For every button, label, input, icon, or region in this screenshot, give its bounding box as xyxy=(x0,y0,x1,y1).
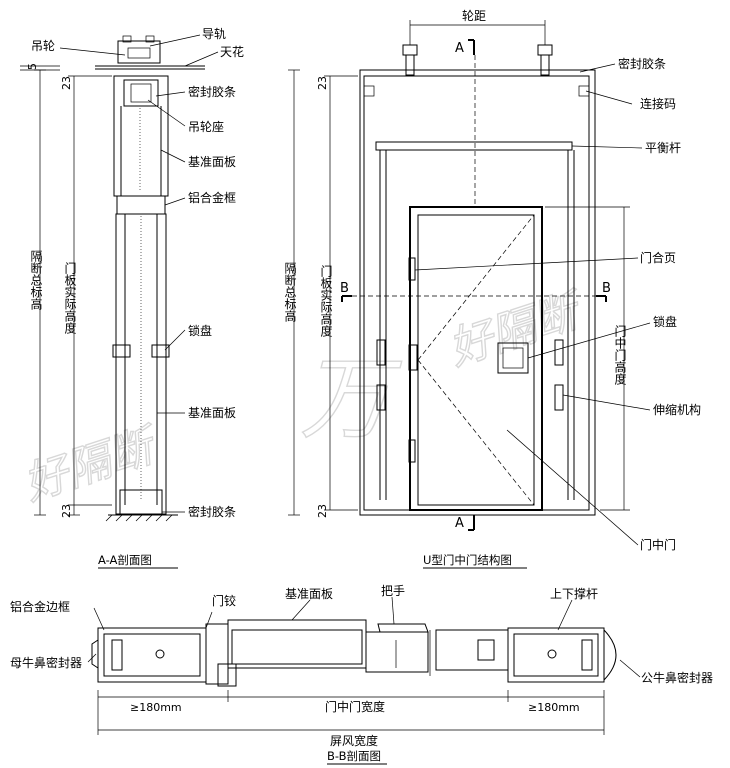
label-lock-plate-left: 锁盘 xyxy=(188,323,212,338)
label-male-seal: 公牛鼻密封器 xyxy=(641,670,713,685)
bb-inner-door xyxy=(227,619,367,669)
label-connector: 连接码 xyxy=(640,96,676,111)
label-balance-bar: 平衡杆 xyxy=(645,141,681,155)
section-b-right: B xyxy=(602,281,611,296)
label-strut: 上下撑杆 xyxy=(550,586,598,601)
label-pulley: 吊轮 xyxy=(31,39,55,53)
watermark-center: 万 xyxy=(300,347,402,452)
dim-inner-door-width: 门中门宽度 xyxy=(325,699,385,714)
dim-bottom-gap-left: 23 xyxy=(60,504,73,518)
caption-aa: A-A剖面图 xyxy=(98,553,152,567)
pulley-seat xyxy=(123,79,159,107)
dim-screen-width: 屏风宽度 xyxy=(330,733,378,748)
section-b-left: B xyxy=(340,281,349,296)
section-bb-view: ≥180mm 门中门宽度 ≥180mm 屏风宽度 铝合金边框 门铰 基准面板 把… xyxy=(10,584,713,765)
label-hinge: 门合页 xyxy=(640,250,676,265)
caption-bb: B-B剖面图 xyxy=(327,749,381,763)
dim-total-height-right: 隔断总标高 xyxy=(283,262,297,323)
bb-right-panel xyxy=(507,627,605,683)
dim-inner-door-height: 门中门高度 xyxy=(613,324,627,385)
label-rail: 导轨 xyxy=(202,27,226,41)
watermark: 好隔断 万 好隔断 xyxy=(17,283,591,511)
dim-door-height-right: 门板实际高度 xyxy=(319,264,333,337)
inner-door xyxy=(409,206,543,511)
dim-top-mark-left: 5 xyxy=(26,63,39,70)
label-base-panel-top: 基准面板 xyxy=(188,155,236,169)
section-aa-view: 隔断总标高 门板实际高度 23 5 23 吊轮 导轨 天花 密封胶条 吊轮座 基… xyxy=(20,27,244,569)
dim-door-height-left: 门板实际高度 xyxy=(63,261,77,334)
label-lock-plate-right: 锁盘 xyxy=(653,314,677,329)
caption-u-door: U型门中门结构图 xyxy=(423,553,512,567)
upper-panel xyxy=(113,75,169,197)
label-female-seal: 母牛鼻密封器 xyxy=(10,655,82,670)
label-wheel-distance: 轮距 xyxy=(462,9,486,23)
label-base-panel-bb: 基准面板 xyxy=(285,587,333,601)
u-door-view: 轮距 xyxy=(283,9,701,569)
label-ceiling: 天花 xyxy=(220,44,244,59)
section-a-bottom: A xyxy=(455,516,464,531)
alu-frame-shape xyxy=(116,195,166,215)
label-seal-top: 密封胶条 xyxy=(188,84,236,99)
dim-top-gap-right: 23 xyxy=(316,76,329,90)
label-alu-edge-frame: 铝合金边框 xyxy=(10,599,70,614)
label-pulley-seat: 吊轮座 xyxy=(188,119,224,134)
label-alu-frame: 铝合金框 xyxy=(188,190,236,205)
label-inner-door: 门中门 xyxy=(640,537,676,552)
label-base-panel-bottom: 基准面板 xyxy=(188,406,236,420)
dim-left-width: ≥180mm xyxy=(130,701,182,714)
dim-top-gap-left: 23 xyxy=(60,76,73,90)
label-telescopic: 伸缩机构 xyxy=(653,402,701,417)
label-handle: 把手 xyxy=(381,584,405,598)
label-seal-right: 密封胶条 xyxy=(618,56,666,71)
bb-left-panel xyxy=(97,627,207,683)
dim-right-width: ≥180mm xyxy=(528,701,580,714)
label-door-hinge: 门铰 xyxy=(212,593,236,608)
rail-shape xyxy=(117,40,161,64)
section-a-top: A xyxy=(455,41,464,56)
label-seal-bottom: 密封胶条 xyxy=(188,504,236,519)
bb-handle xyxy=(365,631,429,673)
outer-frame xyxy=(359,69,596,516)
dim-total-height-left: 隔断总标高 xyxy=(29,250,43,311)
dim-bottom-gap-right: 23 xyxy=(316,504,329,518)
balance-bar xyxy=(375,141,573,151)
